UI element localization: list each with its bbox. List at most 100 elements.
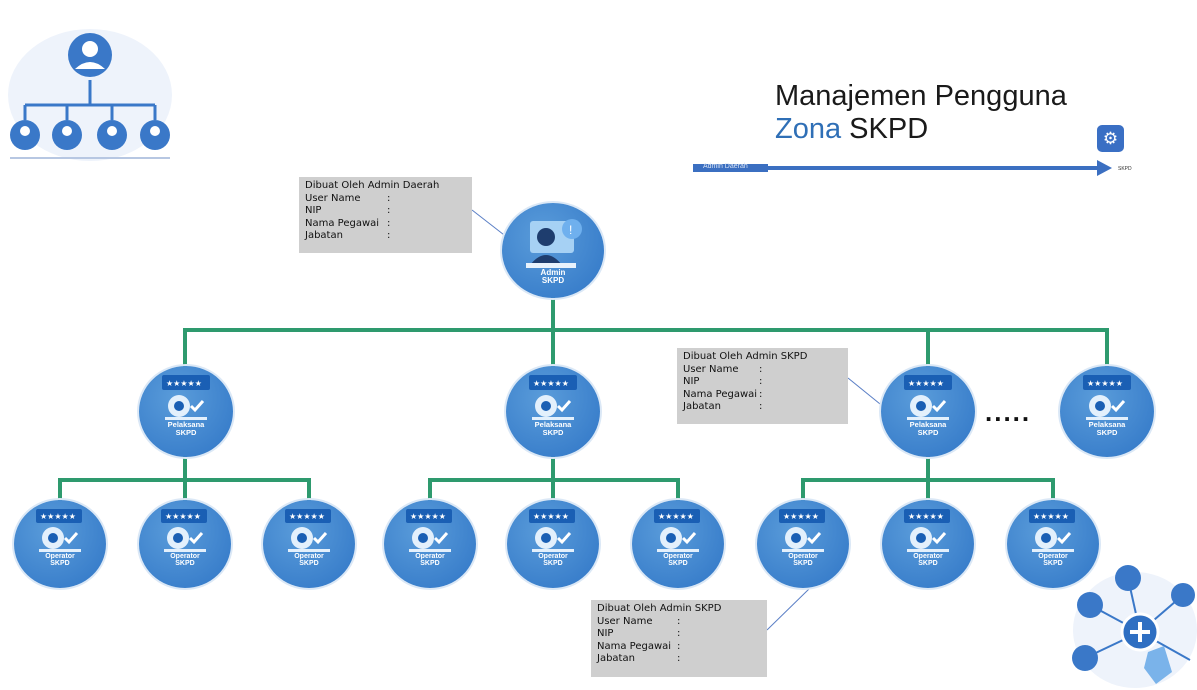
node-label-line2: SKPD (793, 560, 813, 568)
more-ellipsis: ..... (985, 397, 1032, 427)
node-label-line1: Operator (45, 553, 75, 560)
node-label-line1: Pelaksana (534, 420, 572, 429)
operator-skpd-node: ★★★★★ Operator SKPD (263, 500, 355, 588)
info-box-admin-daerah: Dibuat Oleh Admin Daerah User Name: NIP:… (299, 177, 472, 253)
info-field-label: User Name (683, 363, 739, 375)
info-field-label: NIP (683, 376, 700, 387)
svg-text:★★★★★: ★★★★★ (908, 379, 944, 388)
arrow-start-label: Admin Daerah (703, 163, 748, 170)
rating-badge-icon: ★★★★★ (161, 509, 207, 552)
info-field-label: NIP (305, 205, 322, 216)
title-line-1: Manajemen Pengguna (775, 80, 1067, 112)
operator-label: Operator SKPD (384, 553, 476, 568)
operator-skpd-node: ★★★★★ Operator SKPD (507, 500, 599, 588)
title-accent: Zona (775, 113, 842, 145)
info-field-row: Nama Pegawai: (683, 388, 763, 400)
pelaksana-label: Pelaksana SKPD (1060, 421, 1154, 437)
rating-badge-icon: ★★★★★ (36, 509, 82, 552)
node-label-line1: Pelaksana (1088, 420, 1126, 429)
info-field-label: User Name (597, 615, 653, 627)
rating-badge-icon: ★★★★★ (162, 375, 210, 420)
svg-text:★★★★★: ★★★★★ (1033, 512, 1069, 521)
rating-badge-icon: ★★★★★ (529, 509, 575, 552)
svg-text:★★★★★: ★★★★★ (658, 512, 694, 521)
info-box-title: Dibuat Oleh Admin SKPD (683, 351, 808, 362)
rating-badge-icon: ★★★★★ (904, 509, 950, 552)
svg-text:★★★★★: ★★★★★ (1087, 379, 1123, 388)
node-label-line1: Operator (788, 553, 818, 560)
node-label-line2: SKPD (1043, 560, 1063, 568)
rating-badge-icon: ★★★★★ (406, 509, 452, 552)
info-field-label: Nama Pegawai (683, 388, 758, 400)
svg-text:★★★★★: ★★★★★ (40, 512, 76, 521)
operator-label: Operator SKPD (757, 553, 849, 568)
info-field-row: NIP: (305, 205, 391, 216)
info-field-label: Jabatan (597, 653, 635, 664)
node-label-line2: SKPD (918, 560, 938, 568)
rating-badge-icon: ★★★★★ (904, 375, 952, 420)
operator-skpd-node: ★★★★★ Operator SKPD (632, 500, 724, 588)
info-field-label: Nama Pegawai (305, 217, 380, 229)
operator-label: Operator SKPD (1007, 553, 1099, 568)
rating-badge-icon: ★★★★★ (779, 509, 825, 552)
svg-text:!: ! (569, 223, 572, 237)
title-line-2: Zona SKPD (775, 113, 1067, 146)
svg-text:★★★★★: ★★★★★ (783, 512, 819, 521)
pelaksana-label: Pelaksana SKPD (506, 421, 600, 437)
svg-text:★★★★★: ★★★★★ (289, 512, 325, 521)
arrow-end-label: SKPD (1118, 166, 1132, 172)
admin-skpd-label: Admin SKPD (502, 268, 604, 286)
info-field-label: Jabatan (305, 230, 343, 241)
operator-label: Operator SKPD (882, 553, 974, 568)
pelaksana-skpd-node: ★★★★★ Pelaksana SKPD (1060, 366, 1154, 457)
title-rest: SKPD (849, 113, 929, 145)
info-field-row: User Name: (683, 363, 763, 375)
node-label-line1: Admin (540, 268, 566, 277)
info-field-row: NIP: (597, 628, 681, 639)
rating-badge-icon: ★★★★★ (654, 509, 700, 552)
rating-badge-icon: ★★★★★ (1083, 375, 1131, 420)
svg-text:★★★★★: ★★★★★ (165, 512, 201, 521)
info-box-admin-skpd: Dibuat Oleh Admin SKPD User Name: NIP: N… (591, 600, 767, 677)
node-label-line2: SKPD (543, 560, 563, 568)
node-label-line1: Operator (294, 553, 324, 560)
info-field-label: User Name (305, 192, 361, 204)
svg-text:★★★★★: ★★★★★ (533, 379, 569, 388)
info-field-row: Jabatan: (683, 401, 763, 412)
info-field-row: Jabatan: (597, 653, 681, 664)
info-field-row: User Name: (305, 192, 391, 204)
operator-skpd-node: ★★★★★ Operator SKPD (384, 500, 476, 588)
info-field-label: NIP (597, 628, 614, 639)
operator-label: Operator SKPD (14, 553, 106, 568)
operator-skpd-node: ★★★★★ Operator SKPD (757, 500, 849, 588)
node-label-line1: Operator (415, 553, 445, 560)
operator-label: Operator SKPD (632, 553, 724, 568)
node-label-line1: Operator (170, 553, 200, 560)
pelaksana-skpd-node: ★★★★★ Pelaksana SKPD (881, 366, 975, 457)
admin-avatar-icon: ! (526, 219, 582, 268)
node-label-line1: Operator (913, 553, 943, 560)
info-box-title: Dibuat Oleh Admin SKPD (597, 603, 722, 614)
rating-badge-icon: ★★★★★ (1029, 509, 1075, 552)
network-add-icon (1072, 565, 1197, 688)
node-label-line2: SKPD (1096, 427, 1118, 437)
pelaksana-skpd-node: ★★★★★ Pelaksana SKPD (506, 366, 600, 457)
info-field-row: NIP: (683, 376, 763, 387)
node-label-line1: Operator (1038, 553, 1068, 560)
pelaksana-skpd-node: ★★★★★ Pelaksana SKPD (139, 366, 233, 457)
svg-text:★★★★★: ★★★★★ (533, 512, 569, 521)
node-label-line2: SKPD (175, 560, 195, 568)
node-label-line2: SKPD (542, 427, 564, 437)
operator-skpd-node: ★★★★★ Operator SKPD (882, 500, 974, 588)
node-label-line2: SKPD (420, 560, 440, 568)
admin-skpd-node: ! Admin SKPD (502, 203, 604, 298)
info-field-row: User Name: (597, 615, 681, 627)
operator-skpd-node: ★★★★★ Operator SKPD (139, 500, 231, 588)
svg-text:★★★★★: ★★★★★ (908, 512, 944, 521)
node-label-line2: SKPD (175, 427, 197, 437)
svg-text:★★★★★: ★★★★★ (410, 512, 446, 521)
operator-label: Operator SKPD (263, 553, 355, 568)
info-box-title: Dibuat Oleh Admin Daerah (305, 180, 440, 191)
info-field-label: Jabatan (683, 401, 721, 412)
